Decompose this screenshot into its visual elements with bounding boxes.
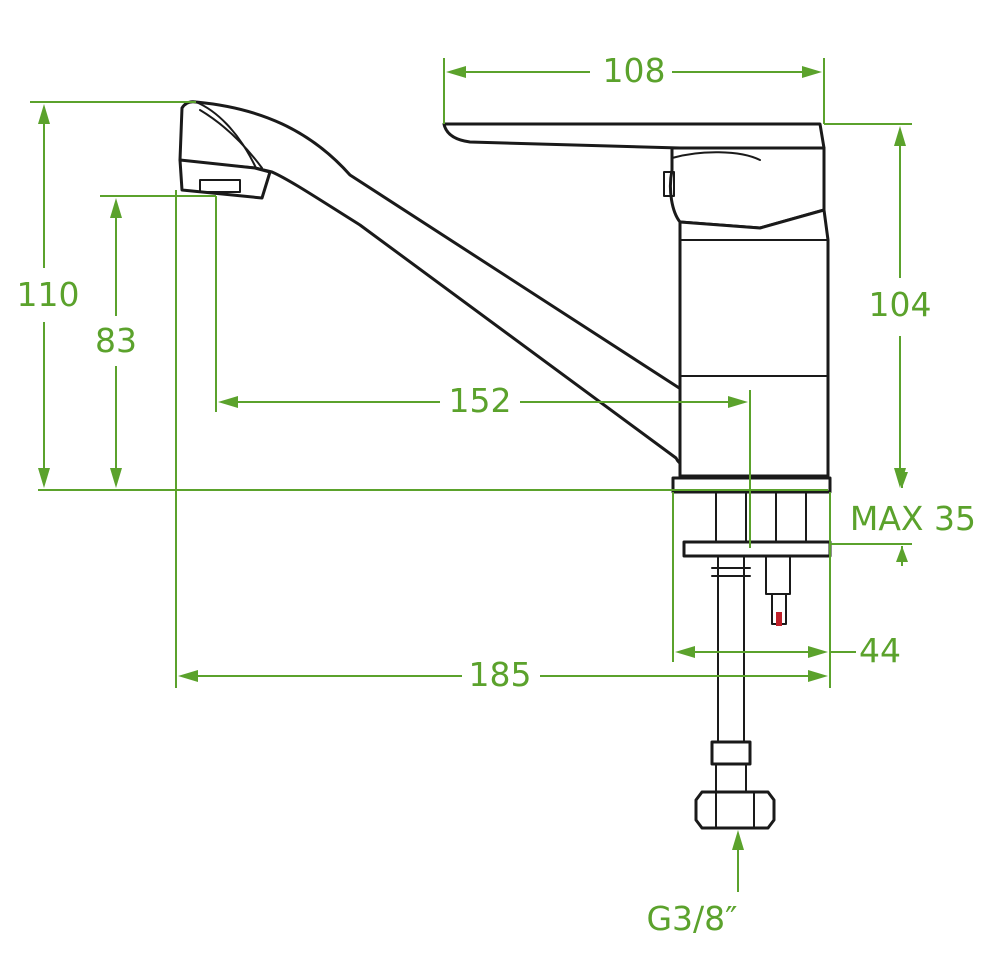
arrow-max35-bottom: [896, 546, 908, 562]
arrow-185-right: [808, 670, 828, 682]
label-max35: MAX 35: [850, 499, 976, 538]
hose-collar: [715, 763, 747, 793]
arrow-185-left: [178, 670, 198, 682]
mounting-stud-left: [715, 491, 747, 543]
arrow-152-left: [218, 396, 238, 408]
handle-screw: [663, 171, 675, 197]
hex-nut: [694, 790, 776, 830]
arrow-110-bottom: [38, 468, 50, 488]
arrow-110-top: [38, 104, 50, 124]
flexible-hose: [717, 555, 745, 743]
aerator-outlet: [199, 179, 241, 193]
hose-ferrule: [710, 740, 752, 766]
label-185: 185: [469, 655, 532, 694]
arrow-104-top: [894, 126, 906, 146]
arrow-152-right: [728, 396, 748, 408]
spout: [178, 100, 699, 466]
handle-curve: [671, 151, 761, 161]
faucet-body: [678, 208, 830, 478]
arrow-thread: [732, 830, 744, 850]
label-152: 152: [449, 381, 512, 420]
label-thread: G3/8″: [646, 899, 737, 938]
threaded-rod: [765, 555, 791, 595]
spout-front-face: [195, 101, 257, 169]
clamp-plate: [682, 540, 832, 558]
arrow-108-right: [802, 66, 822, 78]
handle-lever: [442, 122, 826, 150]
label-110: 110: [17, 275, 80, 314]
arrow-83-bottom: [110, 468, 122, 488]
spout-inner-edge: [199, 109, 263, 169]
arrow-44-right: [808, 646, 828, 658]
label-104: 104: [869, 285, 932, 324]
arrow-83-top: [110, 198, 122, 218]
label-83: 83: [95, 321, 137, 360]
mounting-stud-right: [775, 491, 807, 543]
label-44: 44: [859, 631, 901, 670]
arrow-108-left: [446, 66, 466, 78]
arrow-44-left: [675, 646, 695, 658]
faucet-outline: [178, 100, 832, 830]
label-108: 108: [603, 51, 666, 90]
base-plate: [671, 476, 832, 494]
arrow-max35-top: [896, 472, 908, 488]
dimension-lines: 108 110 83 104 152 M: [17, 51, 977, 938]
rod-tip-red: [776, 612, 782, 626]
